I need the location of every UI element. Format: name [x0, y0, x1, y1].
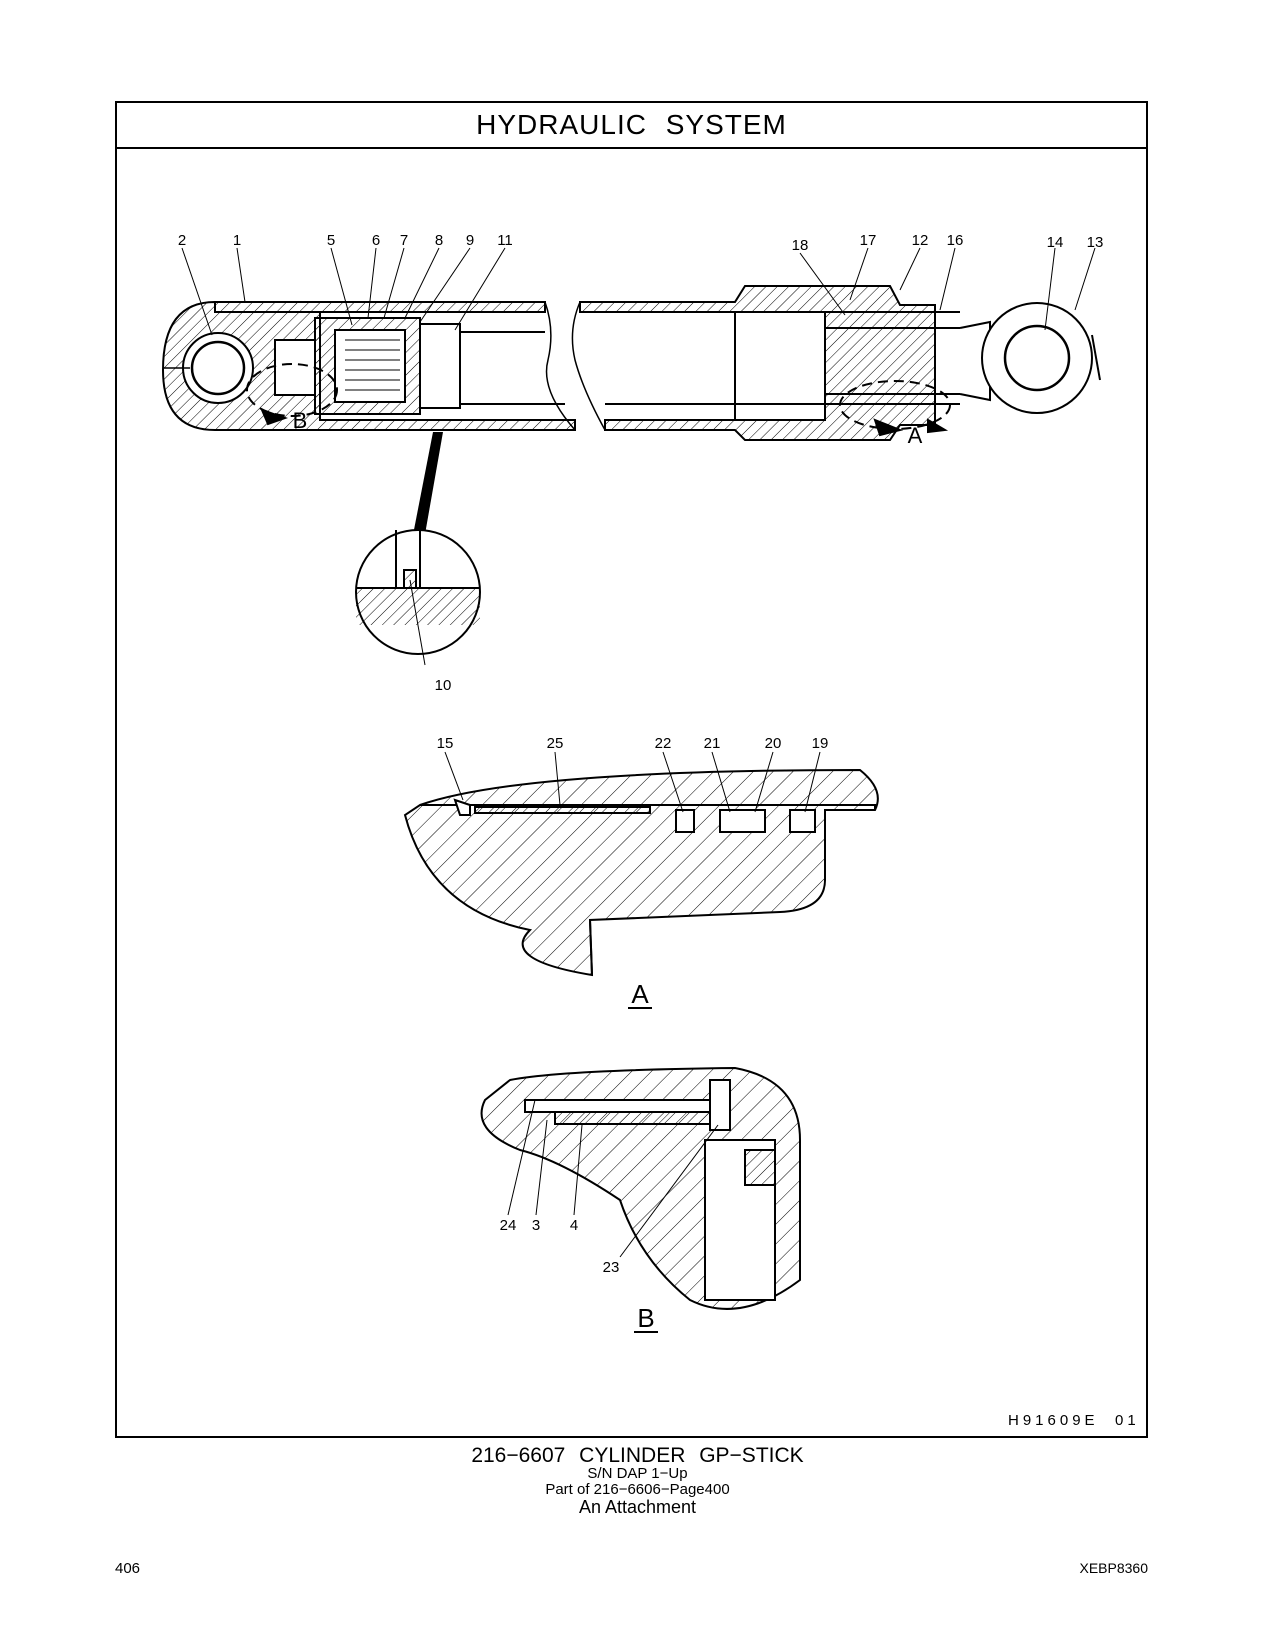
leader-4	[573, 1124, 583, 1216]
page-title: HYDRAULIC SYSTEM	[476, 109, 787, 140]
callout-label: 19	[812, 735, 829, 752]
drawing-revision: 01	[1115, 1412, 1140, 1429]
cylinder-assembly	[161, 285, 1101, 441]
leader-21	[711, 751, 731, 813]
drawing-number: H91609E	[1008, 1412, 1099, 1429]
leader-22	[662, 751, 684, 813]
view-b-label: B	[637, 1303, 654, 1333]
leader-5	[330, 247, 353, 326]
leader-18	[799, 252, 846, 316]
callout-label: 13	[1087, 234, 1104, 251]
callout-label: 25	[547, 735, 564, 752]
callout-label: 17	[860, 232, 877, 249]
leader-15	[444, 751, 464, 801]
callout-label: 23	[603, 1259, 620, 1276]
callout-label: 22	[655, 735, 672, 752]
document-id: XEBP8360	[1079, 1560, 1149, 1576]
callout-label: 18	[792, 237, 809, 254]
callout-label: 5	[327, 232, 335, 249]
callout-label: 24	[500, 1217, 517, 1234]
callout-label: 12	[912, 232, 929, 249]
callout-label: 8	[435, 232, 443, 249]
leader-13	[1074, 247, 1096, 311]
parent-reference: Part of 216−6606−Page400	[545, 1481, 730, 1498]
view-a-marker: A	[908, 423, 923, 448]
leader-20	[754, 751, 774, 813]
callout-label: 6	[372, 232, 380, 249]
callout-label: 10	[435, 677, 452, 694]
view-b-section	[480, 1066, 801, 1310]
callout-label: 14	[1047, 234, 1064, 251]
leader-7	[383, 247, 405, 319]
serial-range: S/N DAP 1−Up	[587, 1465, 688, 1482]
part-title: 216−6607 CYLINDER GP−STICK	[471, 1444, 804, 1467]
diagram-frame: HYDRAULIC SYSTEM	[115, 101, 1148, 1438]
view-a-section	[403, 768, 879, 977]
leader-24	[507, 1099, 536, 1216]
callout-label: 9	[466, 232, 474, 249]
callout-label: 3	[532, 1217, 540, 1234]
title-bar: HYDRAULIC SYSTEM	[117, 103, 1146, 149]
callout-label: 4	[570, 1217, 578, 1234]
leader-8	[404, 247, 440, 319]
callout-label: 7	[400, 232, 408, 249]
callout-label: 2	[178, 232, 186, 249]
attachment-note: An Attachment	[578, 1497, 697, 1517]
leader-16	[939, 247, 956, 311]
callout-label: 16	[947, 232, 964, 249]
leader-19	[804, 751, 821, 813]
page-number: 406	[115, 1560, 141, 1577]
leader-23	[619, 1124, 719, 1258]
leader-6	[367, 247, 377, 319]
leader-11	[454, 247, 506, 331]
leader-2	[181, 247, 213, 336]
leader-9	[419, 247, 471, 323]
leader-17	[849, 247, 869, 301]
leader-12	[899, 247, 921, 291]
leader-25	[554, 751, 561, 806]
callout-label: 11	[497, 232, 513, 249]
callout-label: 20	[765, 735, 782, 752]
view-a-label: A	[631, 979, 649, 1009]
leader-3	[535, 1119, 548, 1216]
callout-label: 21	[704, 735, 721, 752]
detail-10-circle	[355, 432, 481, 666]
callout-label: 1	[233, 232, 241, 249]
leader-14	[1044, 247, 1056, 331]
view-b-marker: B	[293, 408, 308, 433]
callout-label: 15	[437, 735, 454, 752]
leader-1	[236, 247, 246, 303]
